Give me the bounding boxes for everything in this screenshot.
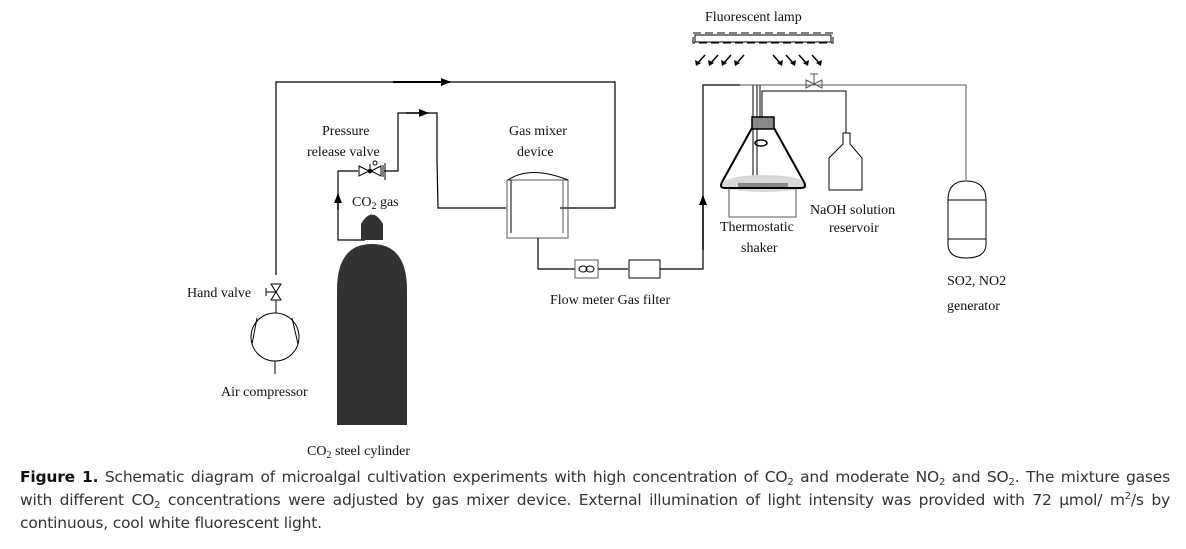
flow-meter-gas-filter-label: Flow meter Gas filter [550,293,670,308]
air-compressor-label: Air compressor [221,385,308,400]
hand-valve-icon [265,283,282,313]
figure-caption: Figure 1. Schematic diagram of microalga… [20,468,1170,532]
gas-mixer-icon [506,172,569,239]
figure-label: Figure 1. [20,468,99,486]
gas-generator-icon [947,180,987,259]
schematic-diagram: Fluorescent lamp Pressure release valve … [187,10,1006,460]
mixed-gas-pipe [537,84,740,270]
air-pipe [275,78,616,275]
gas-mixer-label-1: Gas mixer [509,124,567,139]
co2-cylinder-label: CO2 steel cylinder [307,444,410,460]
light-ray-heads [695,60,822,66]
pressure-valve-label-2: release valve [307,145,380,160]
thermostatic-label-1: Thermostatic [720,220,794,235]
gas-mixer-label-2: device [517,145,554,160]
generator-label-1: SO2, NO2 [947,274,1006,289]
naoh-label-1: NaOH solution [810,203,895,218]
light-rays-icon [696,54,821,65]
co2-pipe [334,109,506,241]
gas-valve-icon [805,73,823,89]
thermostatic-label-2: shaker [741,241,778,256]
generator-label-2: generator [947,299,1000,314]
hand-valve-label: Hand valve [187,286,251,301]
gas-filter-icon [628,259,661,279]
fluorescent-lamp-icon [692,32,834,44]
air-compressor-icon [250,312,300,374]
thermostatic-shaker-icon [728,188,797,218]
naoh-label-2: reservoir [829,221,879,236]
naoh-reservoir-icon [828,132,863,191]
fluorescent-lamp-label: Fluorescent lamp [705,10,802,25]
co2-cylinder-icon [337,214,407,425]
pressure-release-valve-icon [358,160,386,180]
pressure-valve-label-1: Pressure [322,124,369,139]
flask-tubes [740,84,967,190]
flow-meter-icon [574,259,599,279]
co2-gas-label: CO2 gas [352,195,399,212]
flask-icon [720,116,808,192]
